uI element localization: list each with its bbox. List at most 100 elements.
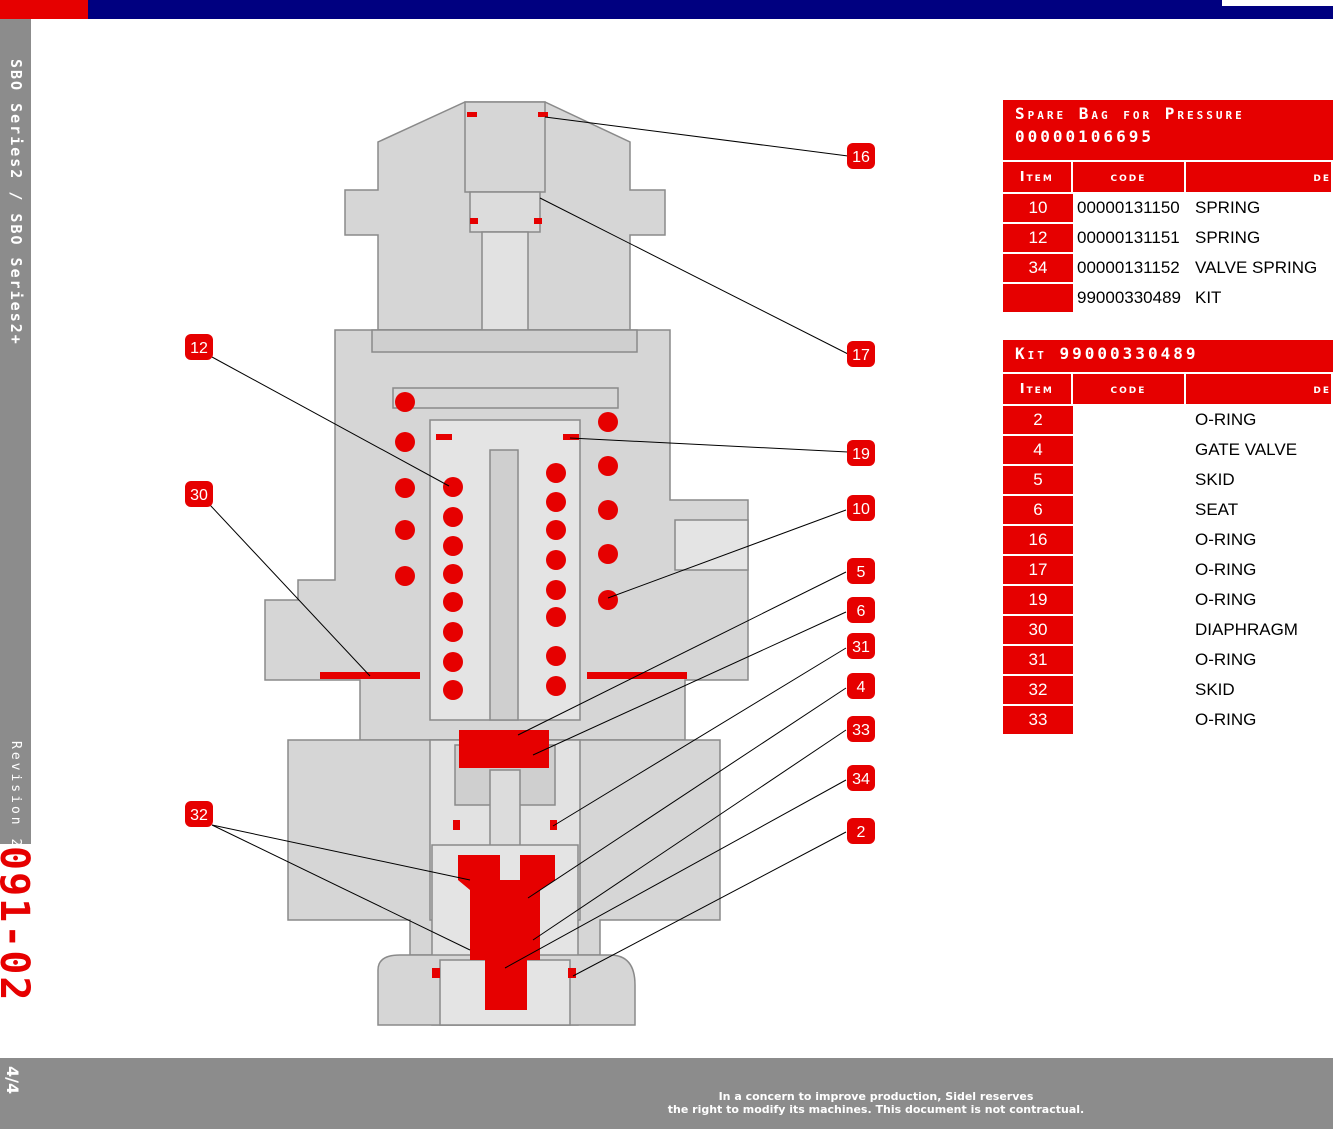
svg-text:34: 34 [852,771,870,788]
callout-6: 6 [847,597,875,623]
callout-32: 32 [185,801,213,827]
table-row: 19 O-RING [1003,586,1333,614]
table-row: 16 O-RING [1003,526,1333,554]
row-desc: SKID [1195,470,1235,489]
callout-30: 30 [185,481,213,507]
row-code [1077,676,1195,704]
row-code [1077,646,1195,674]
header-code: code [1072,374,1185,404]
row-code: 99000330489 [1077,288,1182,307]
spare-bag-title: Spare Bag for Pressure 00000106695 [1003,100,1333,160]
row-item: 6 [1003,496,1073,524]
spare-bag-title-line1: Spare Bag for Pressure [1015,104,1245,123]
table-row: 31 O-RING [1003,646,1333,674]
row-desc: O-RING [1195,650,1257,669]
table-row: 33 O-RING [1003,706,1333,734]
callout-5: 5 [847,558,875,584]
callout-34: 34 [847,765,875,791]
table-row: 34 00000131152 VALVE SPRING [1003,254,1333,282]
header-red-block [0,0,88,19]
row-code [1077,586,1195,614]
row-code [1077,466,1195,494]
row-item: 31 [1003,646,1073,674]
kit-header: Item code de [1003,374,1333,404]
header-desc: de [1186,162,1331,192]
row-item: 16 [1003,526,1073,554]
table-row: 99000330489 KIT [1003,284,1333,312]
table-row: 4 GATE VALVE [1003,436,1333,464]
kit-title: Kit 99000330489 [1003,340,1333,372]
callout-4: 4 [847,673,875,699]
row-desc: O-RING [1195,590,1257,609]
row-code [1077,496,1195,524]
spare-bag-table: Spare Bag for Pressure 00000106695 Item … [1003,100,1333,312]
row-item: 10 [1003,194,1073,222]
row-code: 00000131152 [1077,258,1180,277]
callout-10: 10 [847,495,875,521]
doc-number-block: 091-02 [0,844,37,1058]
row-desc: SPRING [1195,198,1261,217]
callout-badges: 16 17 12 19 30 10 5 6 31 4 33 34 32 2 [185,143,875,844]
spare-bag-header: Item code de [1003,162,1333,192]
row-code [1077,436,1195,464]
row-item: 4 [1003,436,1073,464]
row-code [1077,616,1195,644]
disclaimer: In a concern to improve production, Side… [600,1090,1152,1116]
row-item [1003,284,1073,312]
row-desc: VALVE SPRING [1195,258,1318,277]
row-item: 5 [1003,466,1073,494]
callout-16: 16 [847,143,875,169]
footer-bar [0,1058,1333,1129]
header-item: Item [1003,162,1071,192]
row-item: 12 [1003,224,1073,252]
disclaimer-line1: In a concern to improve production, Side… [718,1090,1034,1103]
callout-2: 2 [847,818,875,844]
svg-text:6: 6 [857,603,866,620]
svg-text:2: 2 [857,824,866,841]
row-item: 34 [1003,254,1073,282]
table-row: 5 SKID [1003,466,1333,494]
svg-text:16: 16 [852,149,870,166]
row-code [1077,706,1195,734]
row-desc: SEAT [1195,500,1239,519]
row-code: 00000131151 [1077,228,1180,247]
row-code: 00000131150 [1077,198,1180,217]
row-desc: KIT [1195,288,1222,307]
svg-text:19: 19 [852,446,870,463]
header-blue-bar [88,0,1333,19]
svg-text:30: 30 [190,487,208,504]
row-item: 19 [1003,586,1073,614]
row-item: 30 [1003,616,1073,644]
row-desc: O-RING [1195,530,1257,549]
svg-text:31: 31 [852,639,870,656]
row-desc: O-RING [1195,560,1257,579]
svg-text:32: 32 [190,807,208,824]
callout-33: 33 [847,716,875,742]
header-white-notch [1222,0,1333,6]
row-code [1077,526,1195,554]
callout-12: 12 [185,334,213,360]
row-desc: O-RING [1195,710,1257,729]
header-desc: de [1186,374,1331,404]
row-code [1077,556,1195,584]
header-item: Item [1003,374,1071,404]
row-desc: SPRING [1195,228,1261,247]
callout-19: 19 [847,440,875,466]
callout-31: 31 [847,633,875,659]
table-row: 6 SEAT [1003,496,1333,524]
valve-cross-section-diagram: 16 17 12 19 30 10 5 6 31 4 33 34 32 2 [185,101,875,1026]
svg-text:5: 5 [857,564,866,581]
row-item: 32 [1003,676,1073,704]
svg-text:33: 33 [852,722,870,739]
svg-text:10: 10 [852,501,870,518]
row-desc: GATE VALVE [1195,440,1298,459]
row-item: 2 [1003,406,1073,434]
row-code [1077,406,1195,434]
svg-text:4: 4 [857,679,866,696]
row-item: 33 [1003,706,1073,734]
